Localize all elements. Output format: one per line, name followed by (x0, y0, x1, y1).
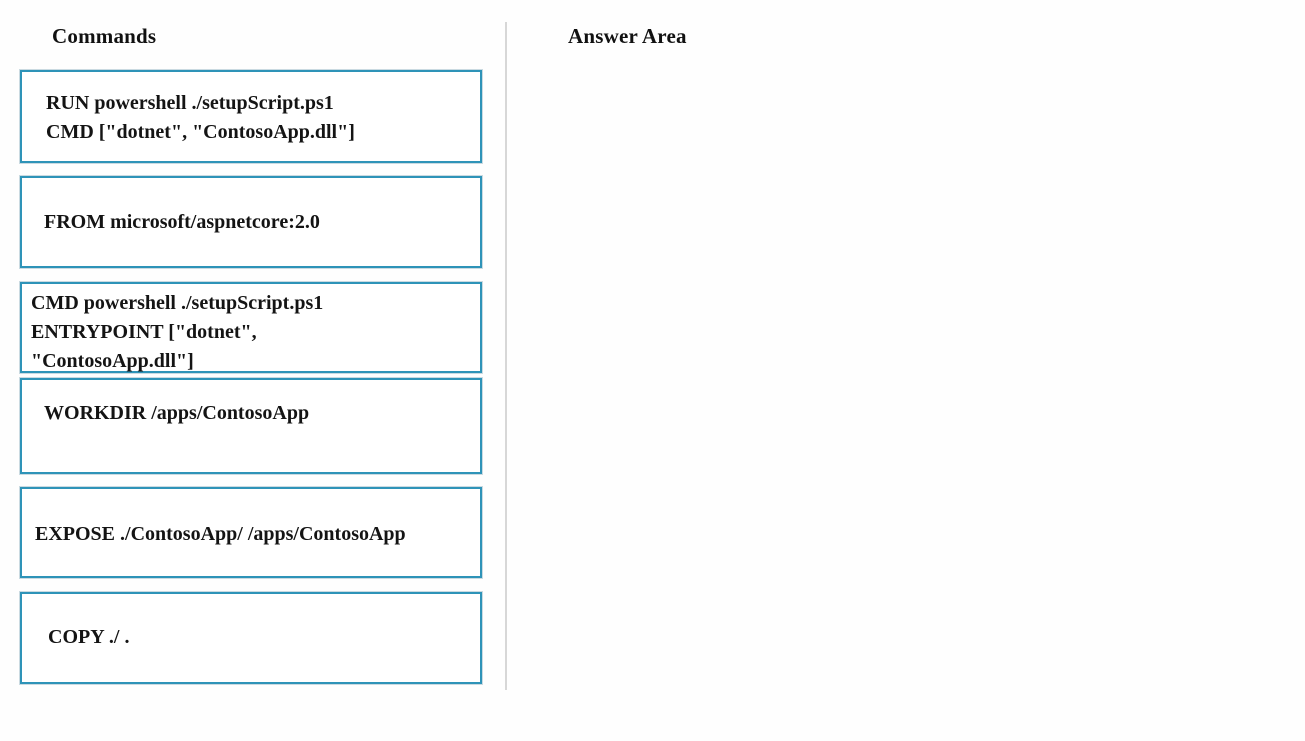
command-text: FROM microsoft/aspnetcore:2.0 (44, 211, 320, 233)
command-card-run-cmd[interactable]: RUN powershell ./setupScript.ps1 CMD ["d… (20, 70, 482, 163)
panel-divider (505, 22, 507, 690)
command-text: CMD powershell ./setupScript.ps1 (31, 292, 324, 314)
command-card-from[interactable]: FROM microsoft/aspnetcore:2.0 (20, 176, 482, 268)
command-card-expose[interactable]: EXPOSE ./ContosoApp/ /apps/ContosoApp (20, 487, 482, 578)
answer-area-heading: Answer Area (568, 24, 687, 48)
command-text: "ContosoApp.dll"] (31, 350, 194, 372)
command-text: WORKDIR /apps/ContosoApp (44, 402, 310, 424)
command-text: ENTRYPOINT ["dotnet", (31, 321, 257, 343)
answer-area-dropzone[interactable] (520, 60, 1290, 690)
command-text: EXPOSE ./ContosoApp/ /apps/ContosoApp (35, 523, 406, 545)
command-card-workdir[interactable]: WORKDIR /apps/ContosoApp (20, 378, 482, 474)
command-text: RUN powershell ./setupScript.ps1 (46, 92, 334, 114)
command-text: CMD ["dotnet", "ContosoApp.dll"] (46, 121, 355, 143)
commands-heading: Commands (52, 24, 157, 48)
command-card-cmd-entrypoint[interactable]: CMD powershell ./setupScript.ps1 ENTRYPO… (20, 282, 482, 373)
command-card-copy[interactable]: COPY ./ . (20, 592, 482, 684)
command-text: COPY ./ . (48, 626, 130, 648)
